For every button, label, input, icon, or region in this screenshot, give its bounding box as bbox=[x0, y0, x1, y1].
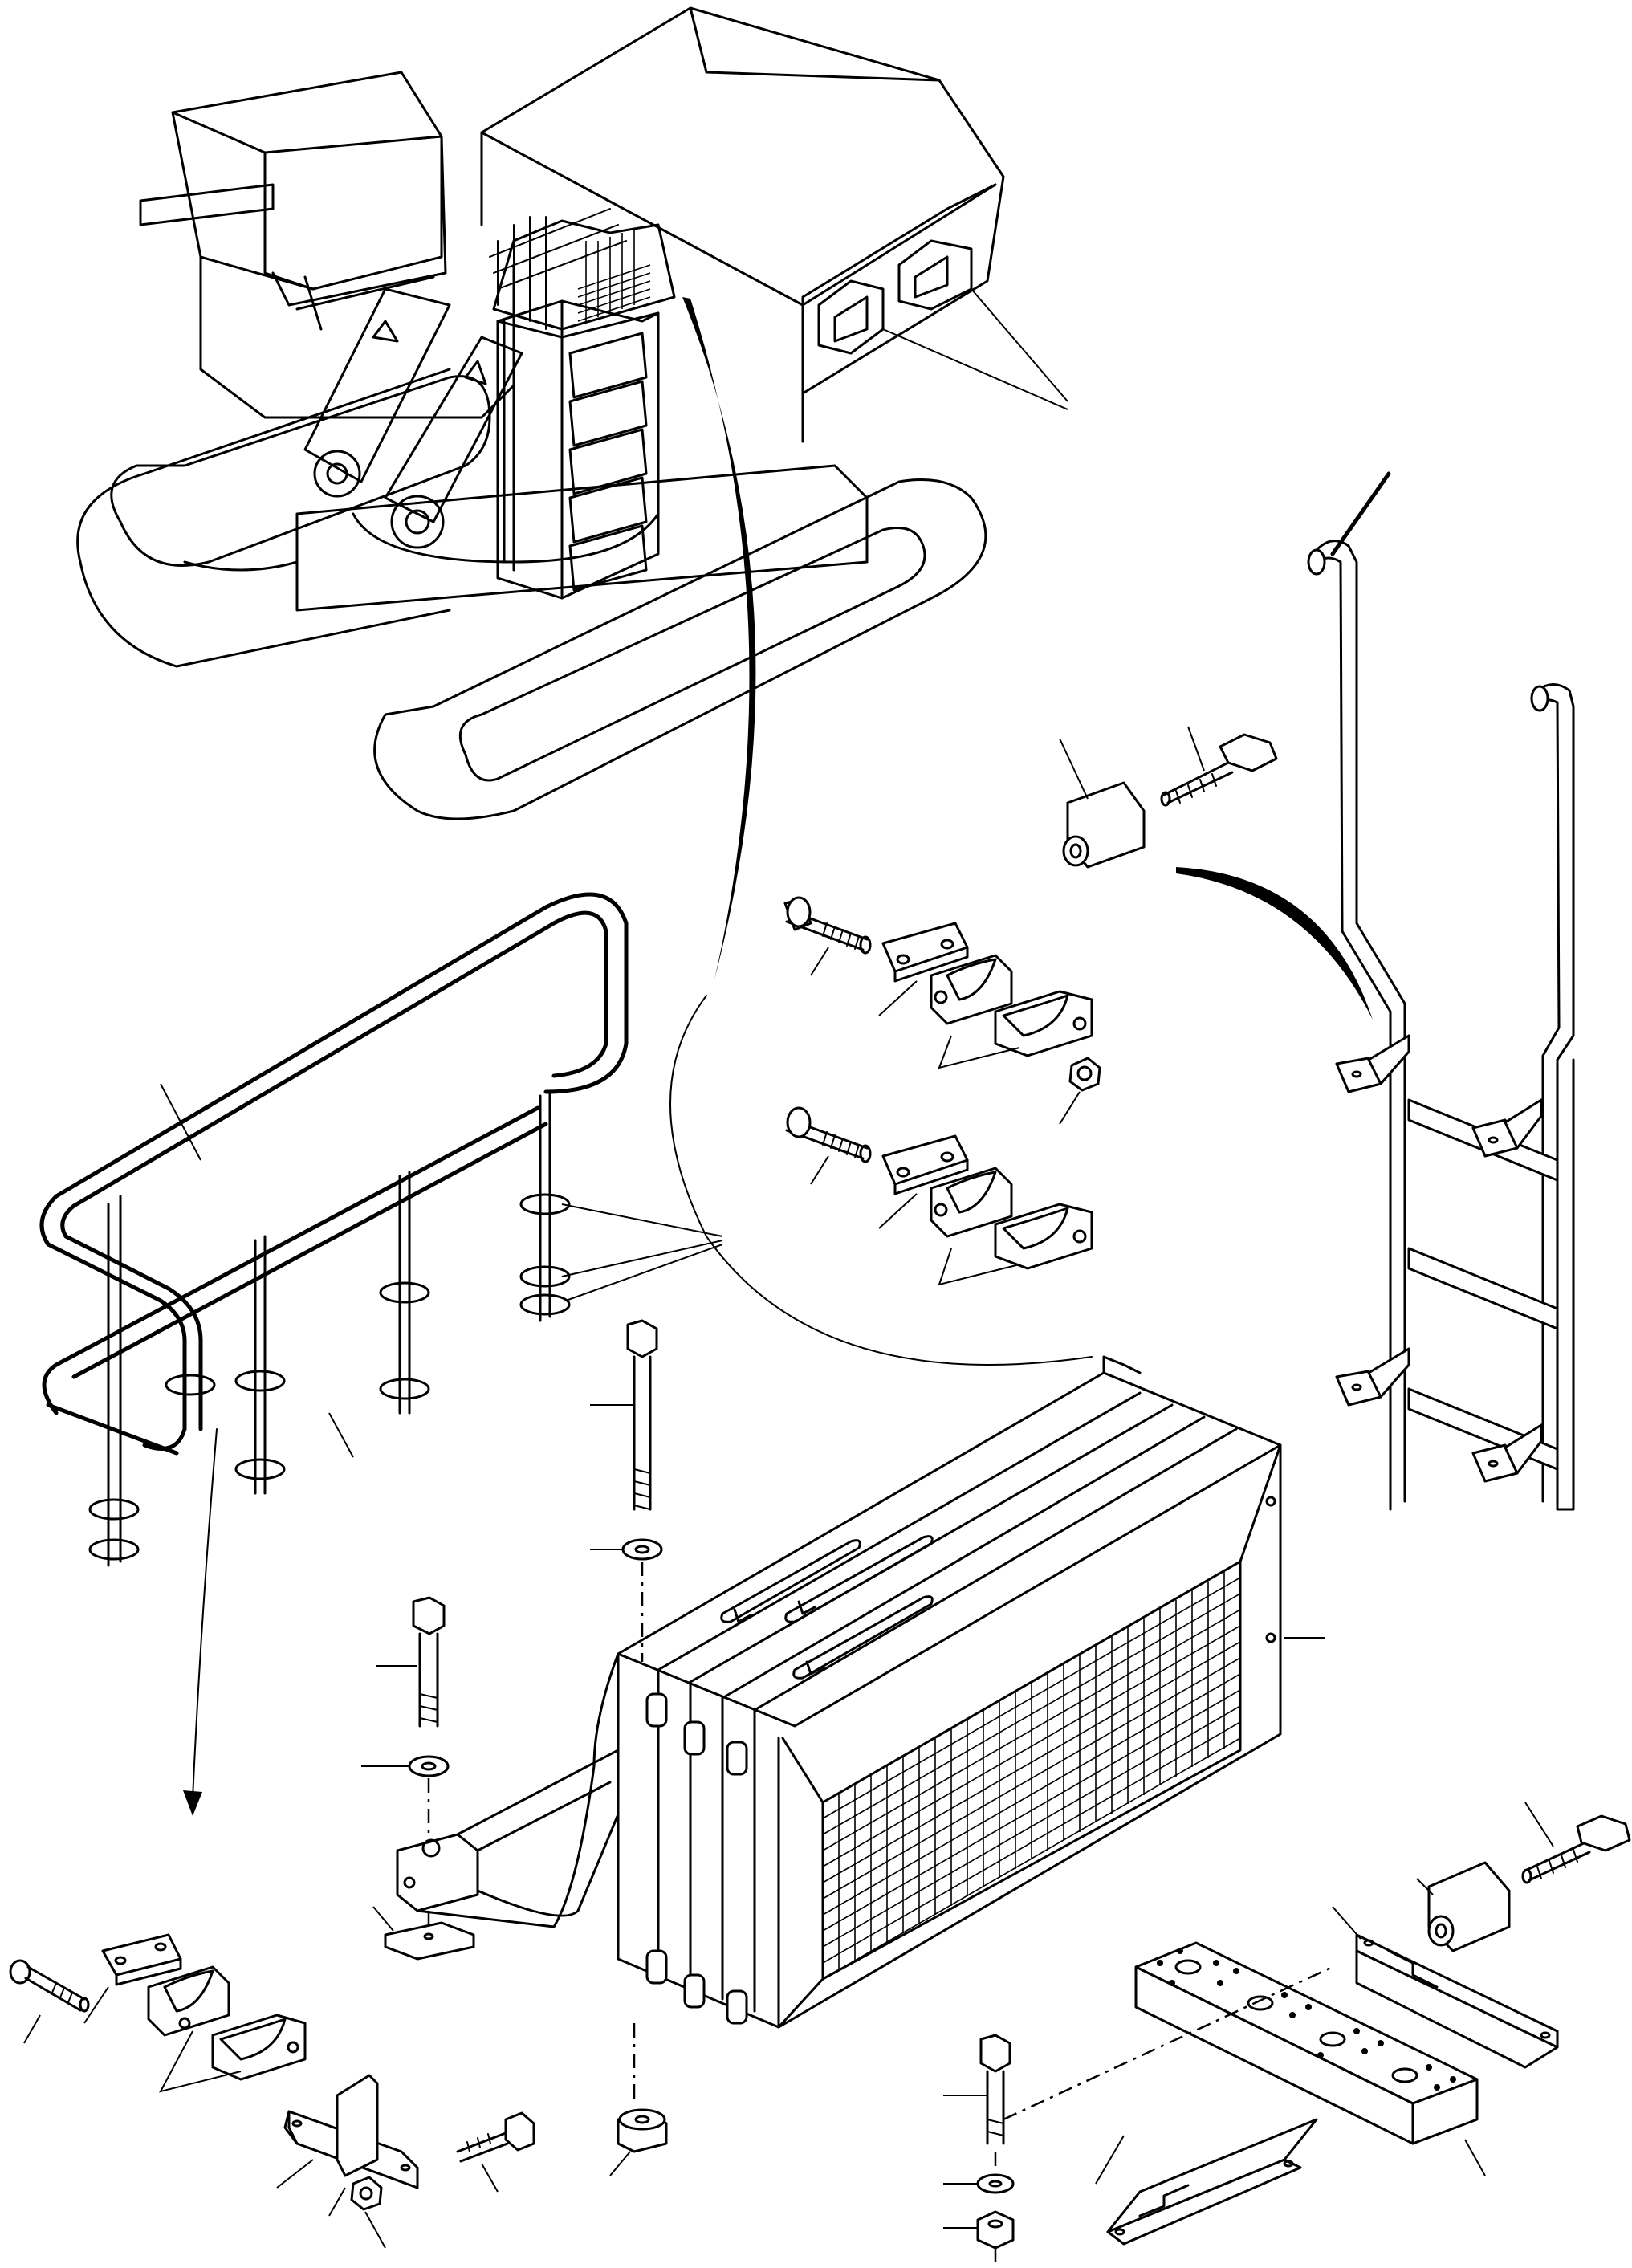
rubber-mounts bbox=[645, 1692, 748, 2025]
mounting-set-bottom-right bbox=[943, 1802, 1631, 2268]
bolt-stack-center bbox=[590, 1319, 663, 1662]
assembly-arrow-ladder bbox=[1176, 867, 1373, 1020]
clamp-set-lower bbox=[785, 1106, 1093, 1286]
access-ladder bbox=[1059, 471, 1575, 1511]
handrail bbox=[39, 892, 723, 1816]
bolt-stack-left bbox=[361, 1596, 475, 1961]
radiator-core bbox=[822, 1561, 1241, 1980]
radiator-on-machine bbox=[489, 208, 676, 600]
detail-callout-outline bbox=[669, 995, 1093, 1366]
mount-spacer bbox=[609, 2023, 668, 2176]
excavator-machine bbox=[76, 6, 1068, 820]
bracket-set-bottom-left bbox=[9, 1933, 535, 2249]
assembly-arrow-radiator bbox=[682, 297, 756, 979]
clamp-set-upper bbox=[783, 896, 1101, 1125]
radiator-assembly bbox=[396, 1355, 1325, 2029]
